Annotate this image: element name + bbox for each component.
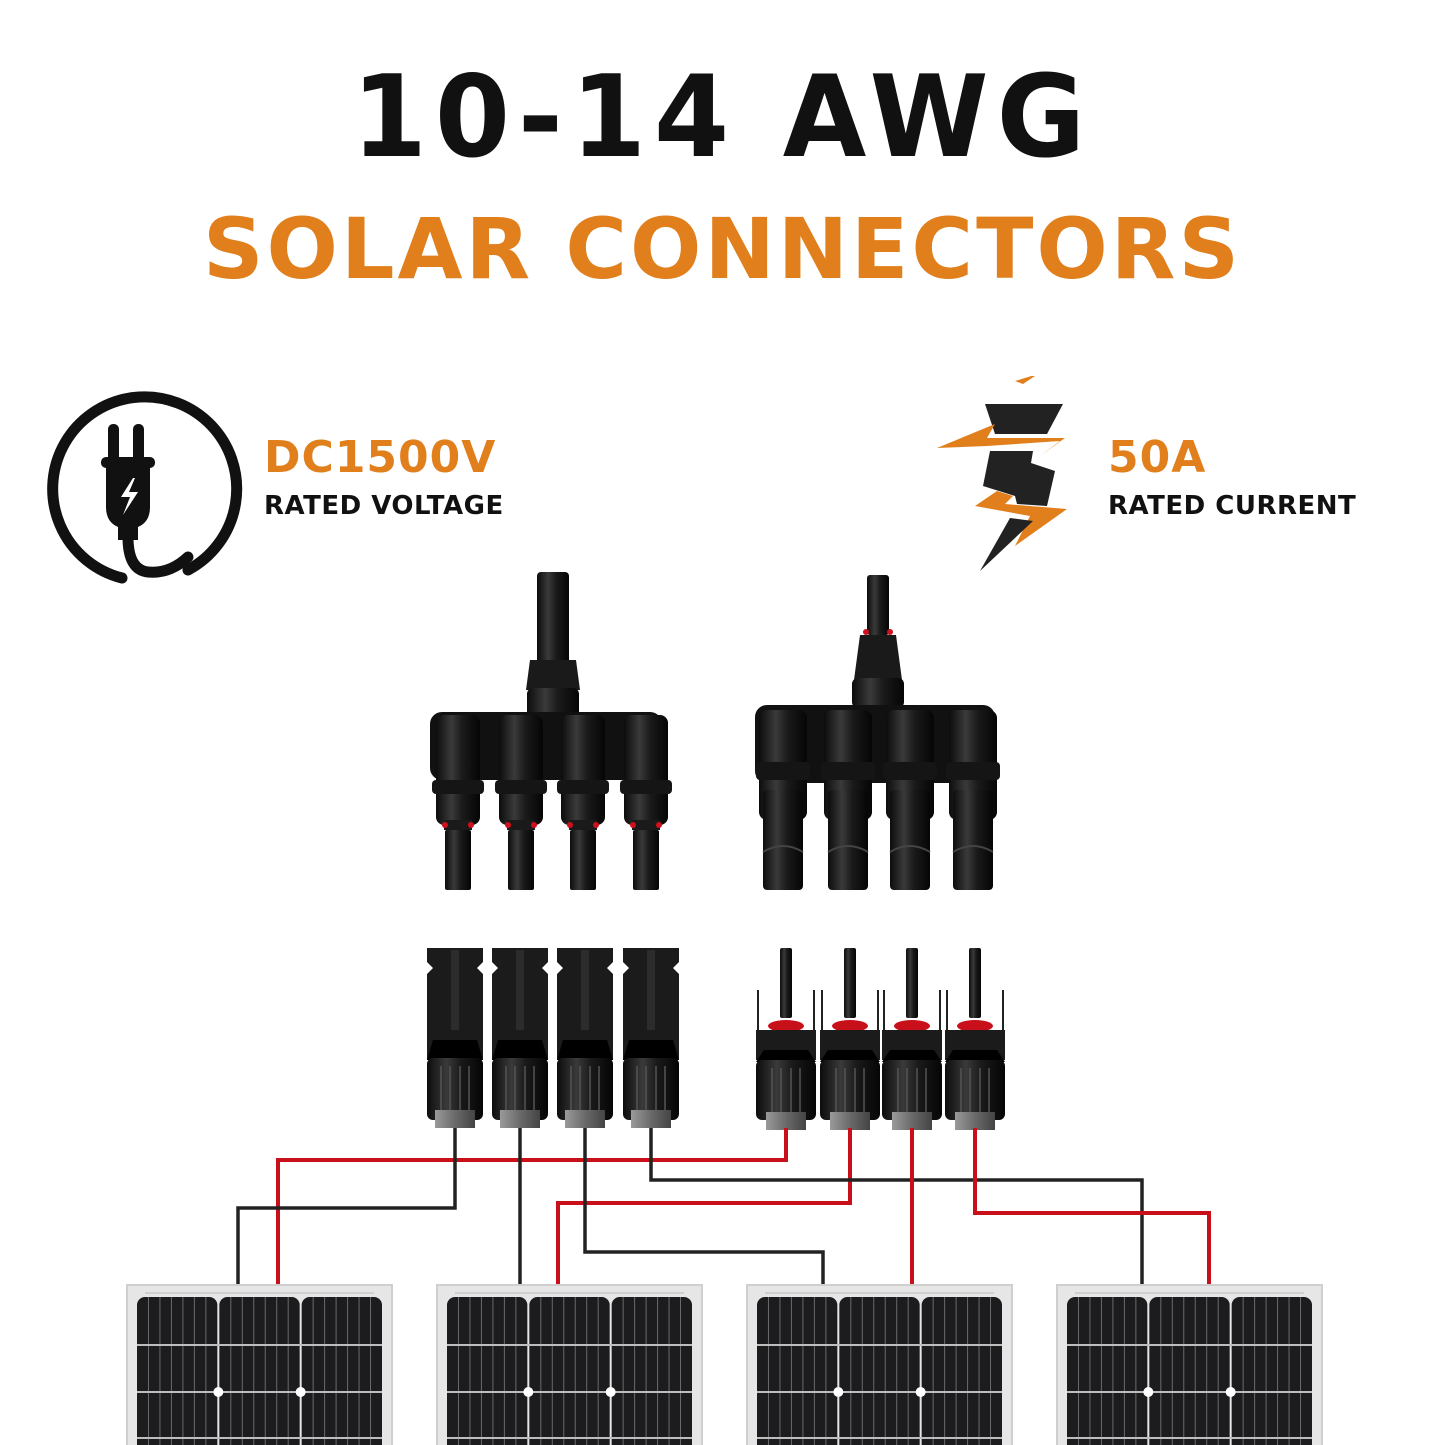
wires (236, 1128, 1211, 1285)
branch-connector-male (430, 572, 672, 890)
current-label: RATED CURRENT (1108, 491, 1357, 521)
wiring-diagram (126, 572, 1323, 1445)
branch-connector-female (755, 575, 1000, 890)
title-line-1: 10-14 AWG (351, 51, 1094, 184)
positive-connector (756, 948, 816, 1130)
negative-wire (236, 1128, 457, 1285)
plug-icon (47, 391, 243, 584)
male-branch-output (432, 715, 484, 890)
solar-panel (126, 1284, 393, 1445)
positive-wire (276, 1128, 788, 1285)
negative-connector (557, 948, 613, 1128)
spec-current: 50A RATED CURRENT (1108, 432, 1356, 521)
positive-connector (820, 948, 880, 1130)
positive-connector (945, 948, 1005, 1130)
female-branch-output (883, 710, 937, 890)
male-branch-output (495, 715, 547, 890)
female-branch-output (821, 710, 875, 890)
spec-voltage: DC1500V RATED VOLTAGE (264, 432, 504, 521)
female-branch-output (756, 710, 810, 890)
negative-connector (427, 948, 483, 1128)
positive-wire (973, 1128, 1211, 1285)
negative-connector (623, 948, 679, 1128)
solar-panels (126, 1284, 1323, 1445)
current-value: 50A (1108, 432, 1207, 483)
solar-panel (1056, 1284, 1323, 1445)
voltage-value: DC1500V (264, 432, 497, 483)
voltage-label: RATED VOLTAGE (264, 491, 504, 521)
negative-connector (492, 948, 548, 1128)
male-branch-output (620, 715, 672, 890)
lightning-bolt-icon (937, 376, 1067, 571)
positive-wire (556, 1128, 852, 1285)
male-branch-output (557, 715, 609, 890)
positive-connector (882, 948, 942, 1130)
female-branch-output (946, 710, 1000, 890)
positive-connectors (756, 948, 1005, 1130)
solar-panel (746, 1284, 1013, 1445)
negative-connectors (427, 948, 679, 1128)
negative-wire (583, 1128, 825, 1285)
title-line-2: SOLAR CONNECTORS (203, 200, 1242, 298)
negative-wire (649, 1128, 1144, 1285)
solar-panel (436, 1284, 703, 1445)
